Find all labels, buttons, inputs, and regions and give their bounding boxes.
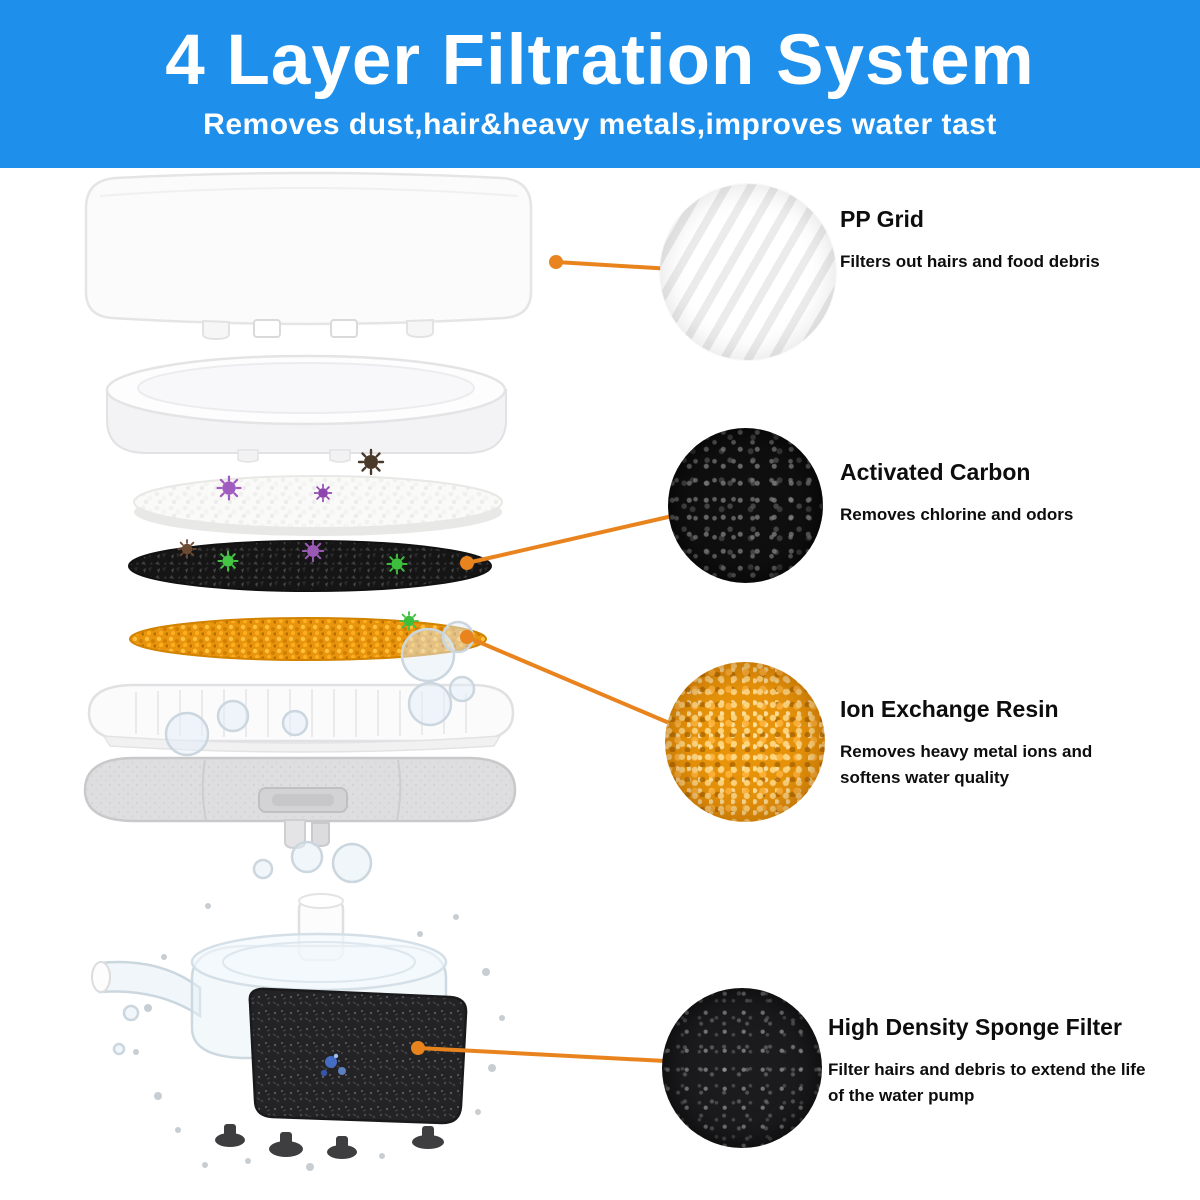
water-droplet xyxy=(122,1004,140,1022)
callout-desc: Filters out hairs and food debris xyxy=(840,252,1100,271)
water-droplet xyxy=(216,699,250,733)
activated-carbon-photo xyxy=(668,428,823,583)
germ-icon xyxy=(357,448,385,476)
germ-icon xyxy=(216,475,242,501)
sponge-filter-photo xyxy=(662,988,822,1148)
water-droplet xyxy=(407,681,453,727)
germ-icon xyxy=(399,611,419,631)
germ-icon xyxy=(313,483,333,503)
slatted-tray xyxy=(87,675,515,757)
water-droplets xyxy=(252,840,373,884)
water-droplet xyxy=(164,711,210,757)
ion-exchange-resin-photo xyxy=(665,662,825,822)
connector-carbon xyxy=(466,510,691,565)
spray-dots xyxy=(133,903,505,1171)
connector-resin xyxy=(466,635,689,733)
pp-cotton-pad xyxy=(133,448,503,536)
callout-desc: Filter hairs and debris to extend the li… xyxy=(828,1060,1146,1105)
pp-grid-photo xyxy=(660,184,836,360)
fountain-housing-top xyxy=(84,171,533,341)
water-droplet xyxy=(448,675,476,703)
connector-sponge xyxy=(417,1046,685,1064)
water-droplet xyxy=(112,1042,126,1056)
sponge-filter-block xyxy=(248,987,468,1125)
callout-desc: Removes heavy metal ions and softens wat… xyxy=(840,742,1093,787)
connector-dots xyxy=(411,255,563,1055)
callout-title: Activated Carbon xyxy=(840,459,1031,485)
water-pump xyxy=(91,893,505,1171)
germ-icon xyxy=(177,539,197,559)
filter-tray xyxy=(105,354,507,463)
water-droplet xyxy=(281,709,309,737)
base-tray xyxy=(83,756,517,850)
callout-title: PP Grid xyxy=(840,206,924,232)
activated-carbon-layer xyxy=(128,539,492,592)
page-title: 4 Layer Filtration System xyxy=(165,21,1035,100)
page-subtitle: Removes dust,hair&heavy metals,improves … xyxy=(203,108,997,141)
germ-icon xyxy=(386,553,408,575)
connector-pp-grid xyxy=(555,260,673,271)
germ-icon xyxy=(301,539,325,563)
callout-title: Ion Exchange Resin xyxy=(840,696,1059,722)
callout-desc: Removes chlorine and odors xyxy=(840,505,1074,524)
water-droplet xyxy=(400,627,456,683)
suction-feet xyxy=(215,1124,444,1159)
germ-icon xyxy=(217,550,239,572)
callout-title: High Density Sponge Filter xyxy=(828,1014,1122,1040)
ion-exchange-resin-layer xyxy=(129,611,487,683)
header-banner: 4 Layer Filtration System Removes dust,h… xyxy=(0,0,1200,168)
connector-lines xyxy=(417,260,691,1064)
